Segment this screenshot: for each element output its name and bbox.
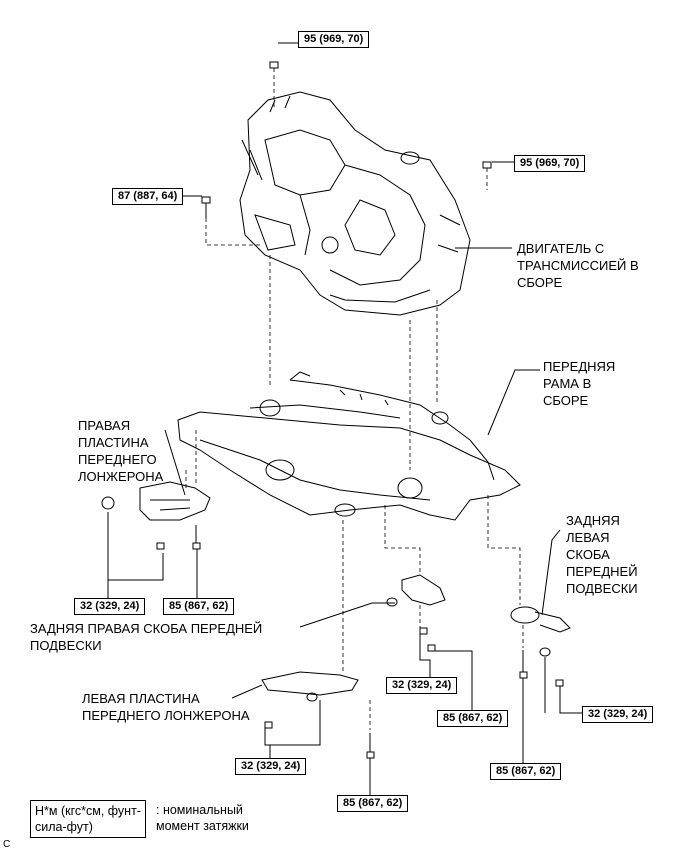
torque-label-right-plate-nut: 32 (329, 24) — [74, 598, 146, 615]
torque-label-engine-right-nut: 95 (969, 70) — [514, 155, 586, 172]
torque-label-right-plate-bolt: 85 (867, 62) — [163, 598, 235, 615]
torque-label-engine-left-bolt: 87 (887, 64) — [112, 188, 184, 205]
engine-label-line: ДВИГАТЕЛЬ С — [517, 241, 605, 256]
legend-box-line: сила-фут) — [35, 820, 93, 834]
torque-label-rear-right-bracket-bolt: 85 (867, 62) — [437, 710, 509, 727]
engine-assembly-label: ДВИГАТЕЛЬ С ТРАНСМИССИЕЙ В СБОРЕ — [517, 240, 639, 291]
legend-description: : номинальный момент затяжки — [156, 802, 249, 834]
engine-label-line: СБОРЕ — [517, 275, 563, 290]
corner-mark: C — [3, 839, 11, 850]
torque-label-engine-top-nut: 95 (969, 70) — [298, 31, 370, 48]
engine-assembly-drawing — [239, 91, 471, 316]
rear-left-bracket-drawing — [510, 606, 571, 657]
rear-right-bracket-label-line: ЗАДНЯЯ ПРАВАЯ СКОБА ПЕРЕДНЕЙ — [30, 621, 263, 636]
right-plate-label-line: ПЕРЕДНЕГО — [78, 452, 157, 467]
front-frame-drawing — [177, 371, 521, 521]
legend-description-line: : номинальный — [156, 803, 243, 817]
front-frame-label-line: ПЕРЕДНЯЯ — [543, 359, 616, 374]
torque-label-rear-left-bracket-nut: 32 (329, 24) — [582, 706, 654, 723]
legend-description-line: момент затяжки — [156, 819, 249, 833]
rear-left-bracket-label-line: ЗАДНЯЯ — [566, 513, 620, 528]
torque-label-rear-right-bracket-nut: 32 (329, 24) — [386, 677, 458, 694]
rear-left-bracket-label-line: ПОДВЕСКИ — [566, 581, 638, 596]
front-frame-label-line: РАМА В — [543, 376, 592, 391]
bolts — [156, 61, 564, 759]
right-plate-label-line: ЛОНЖЕРОНА — [78, 469, 164, 484]
right-plate-label: ПРАВАЯ ПЛАСТИНА ПЕРЕДНЕГО ЛОНЖЕРОНА — [78, 417, 163, 485]
torque-label-left-plate-nut: 32 (329, 24) — [235, 758, 307, 775]
rear-left-bracket-label-line: ЛЕВАЯ — [566, 530, 610, 545]
rear-left-bracket-label-line: СКОБА — [566, 547, 610, 562]
legend-box-line: Н*м (кгс*см, фунт- — [35, 804, 141, 818]
rear-right-bracket-drawing — [386, 574, 446, 607]
rear-right-bracket-label-line: ПОДВЕСКИ — [30, 638, 102, 653]
right-plate-drawing — [101, 481, 211, 521]
legend-torque-units-box: Н*м (кгс*см, фунт- сила-фут) — [30, 800, 146, 838]
torque-label-left-plate-bolt: 85 (867, 62) — [337, 795, 409, 812]
right-plate-label-line: ПРАВАЯ — [78, 418, 131, 433]
engine-label-line: ТРАНСМИССИЕЙ В — [517, 258, 639, 273]
right-plate-label-line: ПЛАСТИНА — [78, 435, 149, 450]
left-plate-drawing — [261, 671, 359, 702]
front-frame-label-line: СБОРЕ — [543, 393, 589, 408]
left-plate-label: ЛЕВАЯ ПЛАСТИНА ПЕРЕДНЕГО ЛОНЖЕРОНА — [82, 690, 250, 724]
rear-right-bracket-label: ЗАДНЯЯ ПРАВАЯ СКОБА ПЕРЕДНЕЙ ПОДВЕСКИ — [30, 620, 262, 654]
front-frame-label: ПЕРЕДНЯЯ РАМА В СБОРЕ — [543, 358, 615, 409]
left-plate-label-line: ПЕРЕДНЕГО ЛОНЖЕРОНА — [82, 708, 250, 723]
rear-left-bracket-label-line: ПЕРЕДНЕЙ — [566, 564, 638, 579]
left-plate-label-line: ЛЕВАЯ ПЛАСТИНА — [82, 691, 200, 706]
torque-label-rear-left-bracket-bolt: 85 (867, 62) — [490, 763, 562, 780]
rear-left-bracket-label: ЗАДНЯЯ ЛЕВАЯ СКОБА ПЕРЕДНЕЙ ПОДВЕСКИ — [566, 512, 638, 597]
